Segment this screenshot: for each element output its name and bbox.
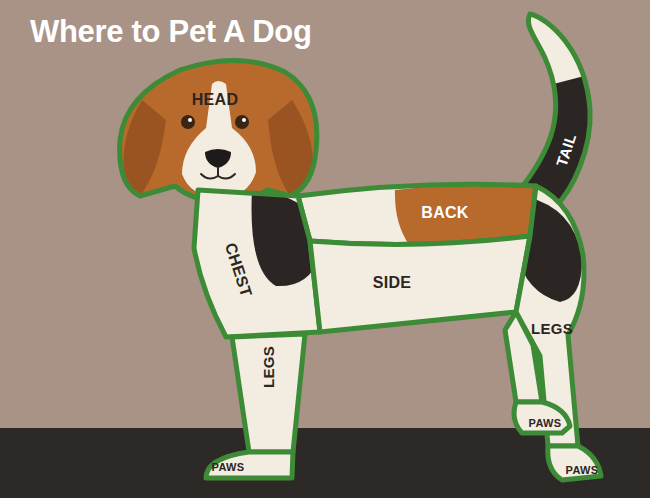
- side-region: SIDE: [303, 228, 538, 340]
- region-label: LEGS: [261, 346, 276, 388]
- head-region: HEAD: [112, 55, 324, 205]
- region-outline: [548, 446, 601, 480]
- region-fill: [514, 402, 570, 433]
- region-label: BACK: [421, 205, 468, 221]
- region-outline: [514, 402, 570, 433]
- coat-marking: [242, 118, 246, 122]
- chest-region: CHEST: [188, 183, 328, 343]
- coat-marking: [182, 81, 256, 198]
- region-fill: [310, 236, 530, 332]
- region-outline: [518, 14, 590, 206]
- legs-region: LEGS: [228, 326, 308, 454]
- region-markings: [123, 81, 313, 198]
- region-label: LEGS: [531, 321, 573, 336]
- region-label: PAWS: [566, 465, 599, 476]
- region-outline: [206, 452, 293, 478]
- region-fill: [120, 60, 317, 201]
- region-shape: [228, 326, 308, 454]
- region-fill: [505, 186, 584, 446]
- region-shape: [303, 228, 538, 340]
- region-fill: [232, 334, 305, 452]
- region-shape: [540, 440, 606, 485]
- region-fill: [548, 446, 601, 480]
- region-shape: [112, 55, 324, 205]
- region-outline: [120, 60, 317, 201]
- region-shape: [188, 183, 328, 343]
- region-outline: [298, 184, 536, 244]
- coat-marking: [235, 115, 249, 129]
- coat-marking: [201, 168, 235, 179]
- region-label: SIDE: [373, 275, 412, 291]
- region-outline: [310, 236, 530, 332]
- region-label: PAWS: [529, 418, 562, 429]
- region-shape: [505, 395, 577, 437]
- diagram-title: Where to Pet A Dog: [30, 14, 312, 50]
- coat-marking: [188, 118, 192, 122]
- paws-region: PAWS: [540, 440, 606, 485]
- coat-marking: [181, 115, 195, 129]
- coat-marking: [205, 149, 231, 168]
- region-outline: [194, 190, 320, 337]
- region-label: HEAD: [192, 92, 239, 108]
- region-outline: [505, 186, 584, 446]
- region-outline: [232, 334, 305, 452]
- region-label: PAWS: [212, 462, 245, 473]
- paws-region: PAWS: [505, 395, 577, 437]
- region-fill: [206, 452, 293, 478]
- paws-region: PAWS: [198, 443, 298, 483]
